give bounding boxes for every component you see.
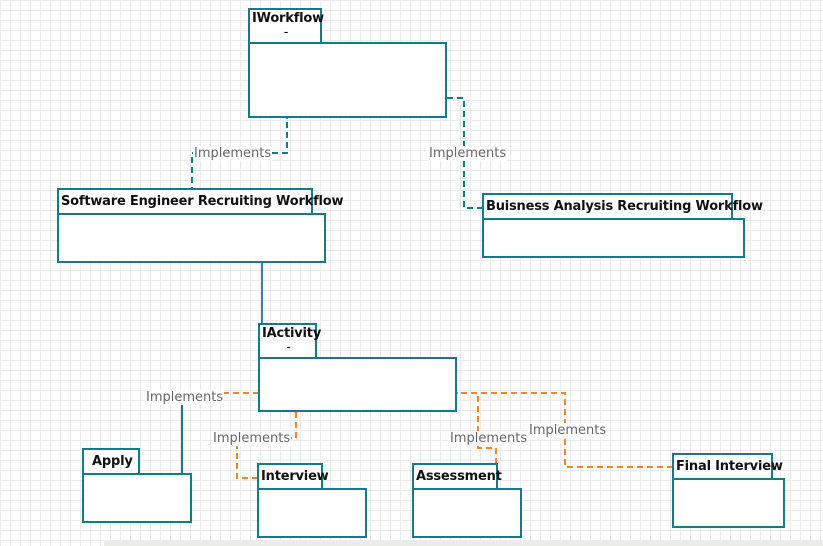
final-interview-package-tab[interactable]: Final Interview: [672, 453, 783, 480]
apply-implements-label: Implements: [145, 390, 225, 405]
final-implements-label: Implements: [528, 423, 608, 438]
iactivity-package-name: IActivity: [262, 326, 322, 341]
final-interview-package-body[interactable]: [672, 478, 785, 528]
iworkflow-package-tab[interactable]: IWorkflow -: [248, 8, 324, 44]
se-workflow-package-name: Software Engineer Recruiting Workflow: [61, 194, 344, 209]
interview-package-name: Interview: [261, 469, 329, 484]
ba-implements-label: Implements: [428, 146, 508, 161]
iworkflow-stereotype: -: [283, 25, 289, 40]
ba-workflow-package-name: Buisness Analysis Recruiting Workflow: [486, 199, 763, 214]
assessment-implements-label: Implements: [449, 431, 529, 446]
assessment-package-name: Assessment: [416, 469, 502, 484]
horizontal-scrollbar[interactable]: [104, 541, 823, 546]
se-workflow-package-tab[interactable]: Software Engineer Recruiting Workflow: [57, 188, 344, 215]
ba-workflow-package-tab[interactable]: Buisness Analysis Recruiting Workflow: [482, 193, 763, 220]
iworkflow-package-body[interactable]: [248, 42, 447, 118]
apply-package-body[interactable]: [82, 473, 192, 523]
interview-implements-label: Implements: [212, 431, 292, 446]
iactivity-package-tab[interactable]: IActivity -: [258, 323, 321, 359]
assessment-implements-edge[interactable]: [457, 393, 497, 464]
ba-workflow-package-body[interactable]: [482, 218, 745, 258]
apply-package-tab[interactable]: Apply: [82, 448, 140, 475]
final-interview-package-name: Final Interview: [676, 459, 783, 474]
se-implements-edge[interactable]: [191, 118, 287, 193]
interview-package-body[interactable]: [257, 488, 367, 538]
interview-package-tab[interactable]: Interview: [257, 463, 329, 490]
se-workflow-package-body[interactable]: [57, 213, 326, 263]
assessment-package-body[interactable]: [412, 488, 522, 538]
assessment-package-tab[interactable]: Assessment: [412, 463, 502, 490]
iworkflow-package-name: IWorkflow: [252, 11, 324, 26]
se-implements-label: Implements: [193, 146, 273, 161]
iactivity-package-body[interactable]: [258, 357, 457, 412]
iactivity-stereotype: -: [286, 340, 291, 355]
apply-package-name: Apply: [92, 454, 133, 469]
